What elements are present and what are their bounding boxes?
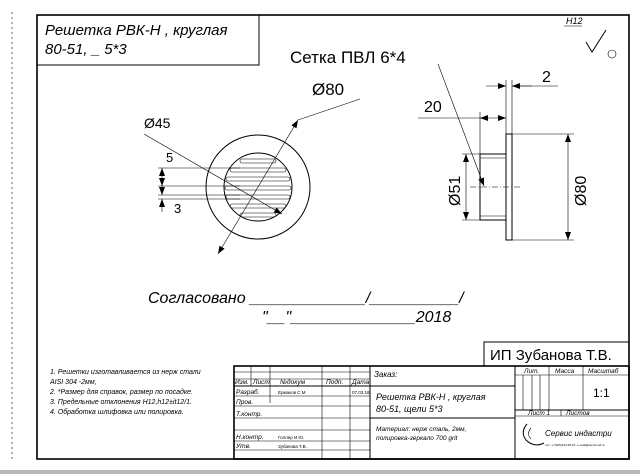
material-line-1: Материал: нерж сталь, 2мм, <box>376 426 467 433</box>
notes: 1. Решетки изготавливается из нерж стали… <box>49 369 201 416</box>
company-name: ИП Зубанова Т.В. <box>490 347 612 364</box>
roughness-label: H12 <box>566 16 583 26</box>
front-dia-outer: Ø80 <box>312 80 344 99</box>
front-dia-inner: Ø45 <box>144 115 171 131</box>
hdr-izm: Изм. <box>235 379 249 386</box>
mass-label: Масса <box>555 368 575 375</box>
row-name-razrab: Ермаков С.М <box>278 390 306 395</box>
row-name-nkontr: Голлер И.Ю. <box>278 435 304 440</box>
side-dim-thickness: 2 <box>542 69 551 86</box>
product-line-2: 80-51, щели 5*3 <box>376 404 442 414</box>
row-label-utv: Утв. <box>235 443 251 450</box>
side-dia-flange: Ø80 <box>573 176 590 206</box>
sheet-label: Лист 1 <box>527 410 551 417</box>
note-4: 4. Обработка шлифовка или полировка. <box>50 408 184 416</box>
front-dim-width: 3 <box>174 201 181 216</box>
scale-value: 1:1 <box>593 386 610 400</box>
row-label-nkontr: Н.контр. <box>236 434 264 441</box>
lit-label: Лит. <box>523 368 539 375</box>
hdr-ndoc: №докум <box>280 378 306 386</box>
hdr-podp: Подп. <box>326 378 343 386</box>
approval-line-2: "__"______________2018 <box>262 309 451 326</box>
order-label: Заказ: <box>374 370 397 379</box>
note-1-cont: AISI 304 -2мм, <box>49 379 97 386</box>
title-box <box>36 14 260 66</box>
front-dim-pitch: 5 <box>166 150 173 165</box>
scale-label: Масштаб <box>588 367 619 375</box>
title-line-1: Решетка РВК-Н , круглая <box>45 22 228 39</box>
row-date-razrab: 07.03.18 <box>352 390 370 395</box>
note-2: 2. *Размер для справок, размер по посадк… <box>49 388 193 396</box>
front-view: Ø80 Ø45 5 3 <box>143 80 361 255</box>
side-dim-length: 20 <box>424 99 442 116</box>
hdr-data: Дата <box>351 379 370 386</box>
title-line-2: 80-51, _ 5*3 <box>45 41 127 58</box>
row-label-tkontr: Т.контр. <box>236 411 262 418</box>
row-label-prov: Пров. <box>236 399 253 406</box>
row-name-utv: Зубанова Т.В. <box>278 444 307 449</box>
row-label-razrab: Разраб. <box>236 388 260 396</box>
company-logo: Сервис индастри тел. +7(495)123-45-67, e… <box>522 423 612 447</box>
approval-line-1: Согласовано _____________/__________/ <box>148 290 465 307</box>
note-3: 3. Предельные отклонения H12,h12±it12/1. <box>50 398 192 406</box>
product-line-1: Решетка РВК-Н , круглая <box>376 392 486 402</box>
roughness-symbol: H12 <box>564 16 617 59</box>
side-view: Сетка ПВЛ 6*4 2 20 Ø51 Ø80 <box>290 48 590 241</box>
logo-subtext: тел. +7(495)123-45-67, e-mail@servis-ind… <box>545 443 605 447</box>
hdr-list: Лист <box>252 379 270 386</box>
material-line-2: полировка-зеркало 700 grit <box>376 435 459 442</box>
mesh-label: Сетка ПВЛ 6*4 <box>290 48 406 67</box>
note-1: 1. Решетки изготавливается из нерж стали <box>50 369 201 376</box>
side-dia-sleeve: Ø51 <box>447 176 464 206</box>
logo-text: Сервис индастри <box>545 429 612 438</box>
title-stamp: ИП Зубанова Т.В. Изм. Лист №докум Подп. … <box>233 341 630 460</box>
approval-block: Согласовано _____________/__________/ "_… <box>148 290 465 326</box>
sheets-label: Листов <box>565 410 590 417</box>
